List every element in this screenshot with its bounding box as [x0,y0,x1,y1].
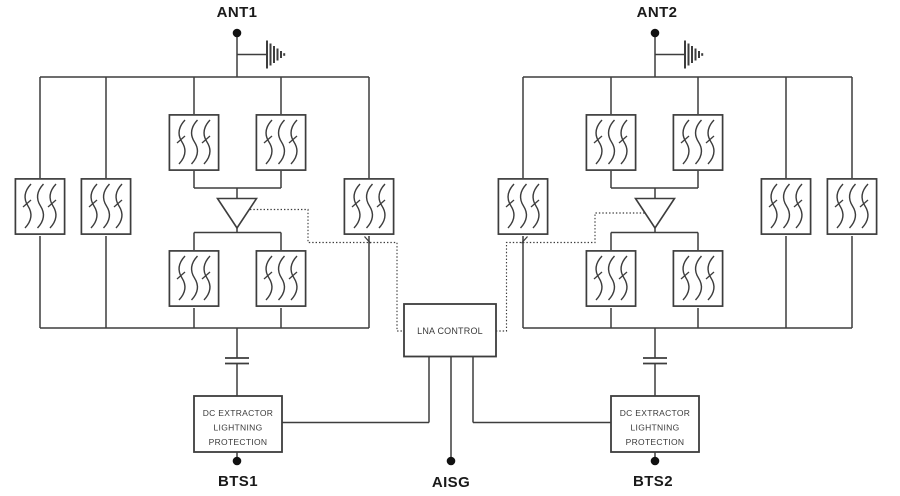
dc-extractor-2-line2: LIGHTNING [631,423,680,433]
dc-extractor-box-2 [610,395,700,453]
bandpass-filter-icon [255,114,307,171]
bandpass-filter-icon [80,178,132,235]
lna-control-label: LNA CONTROL [417,326,483,336]
bandpass-filter-icon [672,114,724,171]
control-line-junction-tick-right [521,236,528,244]
ant1-bts1-duplexer-branch: DC EXTRACTOR LIGHTNING PROTECTION ANT1 B… [14,4,429,490]
dc-extractor-1-line1: DC EXTRACTOR [203,408,274,418]
bandpass-filter-icon [585,114,637,171]
bandpass-filter-icon [672,250,724,307]
bts1-port-label: BTS1 [218,473,258,490]
dc-extractor-2-line1: DC EXTRACTOR [620,408,691,418]
bandpass-filter-icon [343,178,395,235]
dc-extractor-2-line3: PROTECTION [626,437,685,447]
lna-control-box [403,303,497,358]
ant2-bts2-duplexer-branch: DC EXTRACTOR LIGHTNING PROTECTION ANT2 B… [473,4,878,490]
lna-control-section: LNA CONTROL AISG [250,208,645,491]
bandpass-filter-icon [760,178,812,235]
bts1-port-dot [232,456,242,466]
lna-control-line-left [250,208,404,332]
bandpass-filter-icon [585,250,637,307]
dc-extractor-box-1 [193,395,283,453]
bandpass-filter-icon [168,114,220,171]
aisg-port-dot [446,456,456,466]
aisg-port-label: AISG [432,474,470,491]
bandpass-filter-icon [168,250,220,307]
ant2-port-dot [650,28,660,38]
dc-extractor-1-line2: LIGHTNING [214,423,263,433]
lna-control-wires [428,356,474,458]
ant1-port-label: ANT1 [217,4,258,21]
lna-control-line-right [496,212,645,332]
bandpass-filter-icon [255,250,307,307]
dc-extractor-1-line3: PROTECTION [209,437,268,447]
bandpass-filter-icon [497,178,549,235]
bandpass-filter-icon [14,178,66,235]
bts2-port-dot [650,456,660,466]
ant2-port-label: ANT2 [637,4,678,21]
bts2-port-label: BTS2 [633,473,673,490]
bandpass-filter-icon [826,178,878,235]
control-line-junction-tick-left [364,236,371,244]
ant1-port-dot [232,28,242,38]
